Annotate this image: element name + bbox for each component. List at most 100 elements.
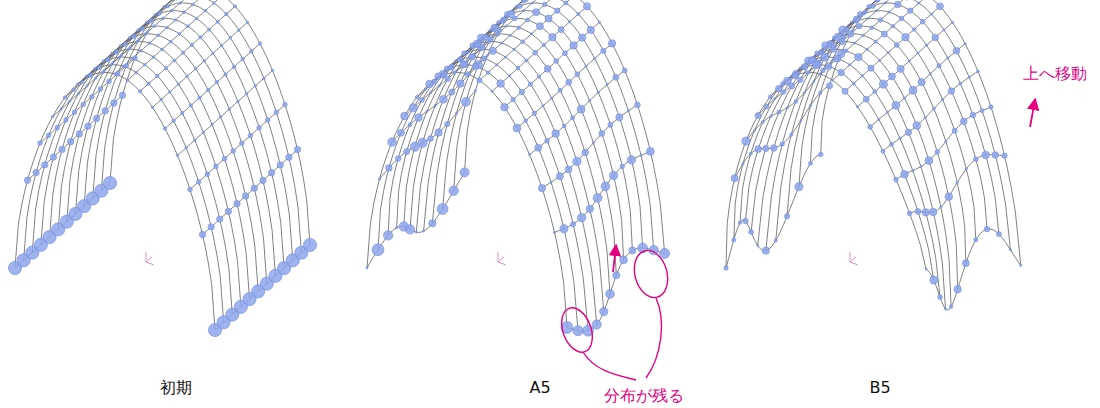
value-dot <box>551 97 553 99</box>
value-dot <box>123 43 126 46</box>
value-dot <box>861 75 863 77</box>
value-dot <box>254 85 256 87</box>
value-dot <box>183 11 186 14</box>
value-dot <box>774 239 777 242</box>
value-dot <box>930 276 938 284</box>
value-dot <box>886 111 888 113</box>
value-dot <box>925 157 933 165</box>
value-dot <box>196 180 201 185</box>
value-dot <box>763 145 769 151</box>
value-dot <box>597 91 599 93</box>
value-dot <box>599 131 605 137</box>
value-dot <box>517 4 522 9</box>
value-dot <box>149 20 152 23</box>
mesh-line <box>410 34 610 294</box>
mesh-line <box>926 229 1021 310</box>
value-dot <box>868 124 873 129</box>
value-dot <box>828 43 832 47</box>
value-dot <box>449 64 454 69</box>
value-dot <box>571 116 575 120</box>
value-dot <box>768 95 772 99</box>
value-dot <box>935 150 940 155</box>
value-dot <box>922 209 929 216</box>
value-dot <box>515 6 517 8</box>
value-dot <box>585 65 587 67</box>
value-dot <box>562 124 566 128</box>
value-dot <box>738 221 741 224</box>
value-dot <box>415 114 423 122</box>
value-dot <box>135 71 138 74</box>
value-dot <box>489 47 496 54</box>
value-dot <box>821 68 826 73</box>
value-dot <box>903 0 910 1</box>
value-dot <box>620 256 628 264</box>
value-dot <box>454 60 456 62</box>
value-dot <box>742 163 744 165</box>
value-dot <box>202 131 204 133</box>
value-dot <box>479 48 482 51</box>
value-dot <box>199 231 205 237</box>
value-dot <box>153 25 156 28</box>
value-dot <box>72 110 77 115</box>
value-dot <box>76 131 82 137</box>
value-dot <box>731 175 738 182</box>
value-dot <box>806 71 810 75</box>
value-dot <box>792 73 798 79</box>
value-dot <box>383 231 392 240</box>
value-dot <box>228 108 230 110</box>
value-dot <box>219 116 221 118</box>
value-dot <box>174 19 177 22</box>
value-dot <box>294 146 300 152</box>
value-dot <box>902 34 909 41</box>
value-dot <box>496 64 498 66</box>
value-dot <box>122 65 125 68</box>
value-dot <box>577 105 585 113</box>
mesh-line <box>190 105 285 190</box>
mesh-line <box>367 172 465 268</box>
value-dot <box>110 63 113 66</box>
value-dot <box>474 90 476 92</box>
mesh-line <box>455 0 550 73</box>
value-dot <box>500 17 506 23</box>
value-dot <box>801 64 807 70</box>
value-dot <box>513 16 518 21</box>
value-dot <box>627 156 635 164</box>
value-dot <box>831 60 833 62</box>
mesh-line <box>397 49 597 324</box>
value-dot <box>98 87 103 92</box>
value-dot <box>458 57 463 62</box>
value-dot <box>965 168 967 170</box>
value-dot <box>439 95 447 103</box>
value-dot <box>449 66 453 70</box>
mesh-line <box>32 57 232 315</box>
value-dot <box>920 165 922 167</box>
value-dot <box>234 200 240 206</box>
value-dot <box>600 307 608 315</box>
value-dot <box>504 56 506 58</box>
mesh-line <box>380 91 476 179</box>
value-dot <box>874 40 877 43</box>
value-dot <box>799 67 801 69</box>
value-dot <box>724 266 728 270</box>
value-dot <box>980 109 984 113</box>
mesh-line <box>799 3 999 234</box>
leader-line <box>583 352 636 380</box>
value-dot <box>101 71 104 74</box>
value-dot <box>489 29 491 31</box>
value-dot <box>181 111 184 114</box>
mesh-line <box>870 44 965 127</box>
value-dot <box>404 148 410 154</box>
value-dot <box>438 85 440 87</box>
value-dot <box>554 59 559 64</box>
value-dot <box>378 178 380 180</box>
value-dot <box>435 129 442 136</box>
value-dot <box>491 90 493 92</box>
value-dot <box>598 21 600 23</box>
value-dot <box>157 34 160 37</box>
panel-label: 初期 <box>160 378 192 397</box>
value-dot <box>179 2 182 5</box>
value-dot <box>497 21 500 24</box>
value-dot <box>627 110 629 112</box>
value-dot <box>465 72 470 77</box>
value-dot <box>215 80 218 83</box>
